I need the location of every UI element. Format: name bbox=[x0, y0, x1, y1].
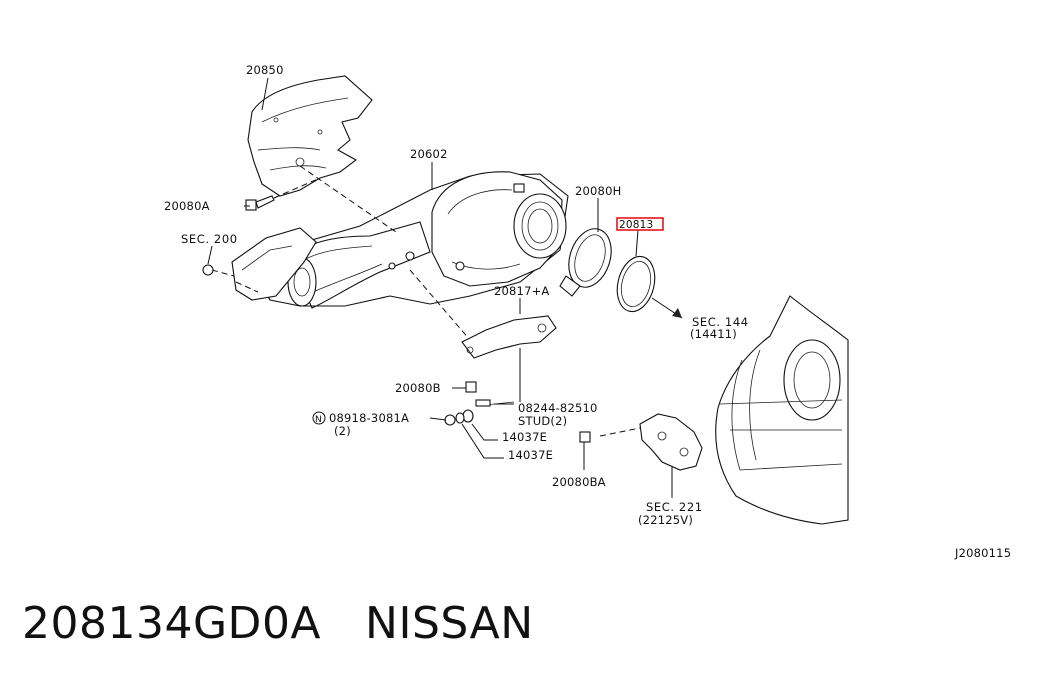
callout-20602: 20602 bbox=[410, 147, 448, 161]
leader-lines bbox=[207, 77, 673, 498]
gasket-20813 bbox=[616, 255, 683, 319]
diagram-id: J2080115 bbox=[954, 546, 1011, 560]
hardware-stud-nut-washers bbox=[444, 381, 591, 443]
callout-20813: 20813 bbox=[619, 219, 653, 231]
callout-sec-144: SEC. 144 bbox=[692, 315, 749, 329]
callout-20850: 20850 bbox=[246, 63, 284, 77]
callout-20080a: 20080A bbox=[164, 199, 210, 213]
callout-20080b: 20080B bbox=[395, 381, 441, 395]
highlight-box-20813 bbox=[616, 217, 664, 231]
assembly-line bbox=[599, 427, 641, 437]
clamp-20080h bbox=[559, 228, 612, 297]
bolt-20080a bbox=[245, 177, 321, 211]
assembly-line bbox=[409, 269, 471, 341]
callout-sec-200: SEC. 200 bbox=[181, 232, 238, 246]
callout-sec-221: SEC. 221 bbox=[646, 500, 703, 514]
heat-shield-20850 bbox=[247, 75, 373, 197]
part-number: 208134GD0A bbox=[22, 598, 322, 649]
callout-nut-qty: (2) bbox=[334, 424, 351, 438]
callout-20080ba: 20080BA bbox=[552, 475, 606, 489]
callout-stud: STUD(2) bbox=[518, 414, 567, 428]
catalytic-converter-20602 bbox=[259, 171, 569, 309]
sec-200-flange bbox=[202, 227, 317, 301]
mounting-bracket-22125v bbox=[639, 413, 703, 471]
nut-symbol-circle bbox=[312, 411, 326, 425]
callout-sec-221-ref: (22125V) bbox=[638, 513, 693, 527]
callout-08918-3081a: 08918-3081A bbox=[329, 411, 409, 425]
callout-14037e-2: 14037E bbox=[508, 448, 553, 462]
callout-08244-82510: 08244-82510 bbox=[518, 401, 598, 415]
callout-sec-144-ref: (14411) bbox=[690, 327, 737, 341]
nut-symbol-letter: N bbox=[315, 415, 322, 425]
footer-caption: 208134GD0A NISSAN bbox=[22, 598, 534, 649]
bracket-20817a bbox=[461, 315, 557, 359]
transmission-housing bbox=[715, 295, 849, 525]
brand-name: NISSAN bbox=[365, 598, 534, 649]
callout-14037e-1: 14037E bbox=[502, 430, 547, 444]
callout-20817a: 20817+A bbox=[494, 284, 550, 298]
callout-20080h: 20080H bbox=[575, 184, 621, 198]
